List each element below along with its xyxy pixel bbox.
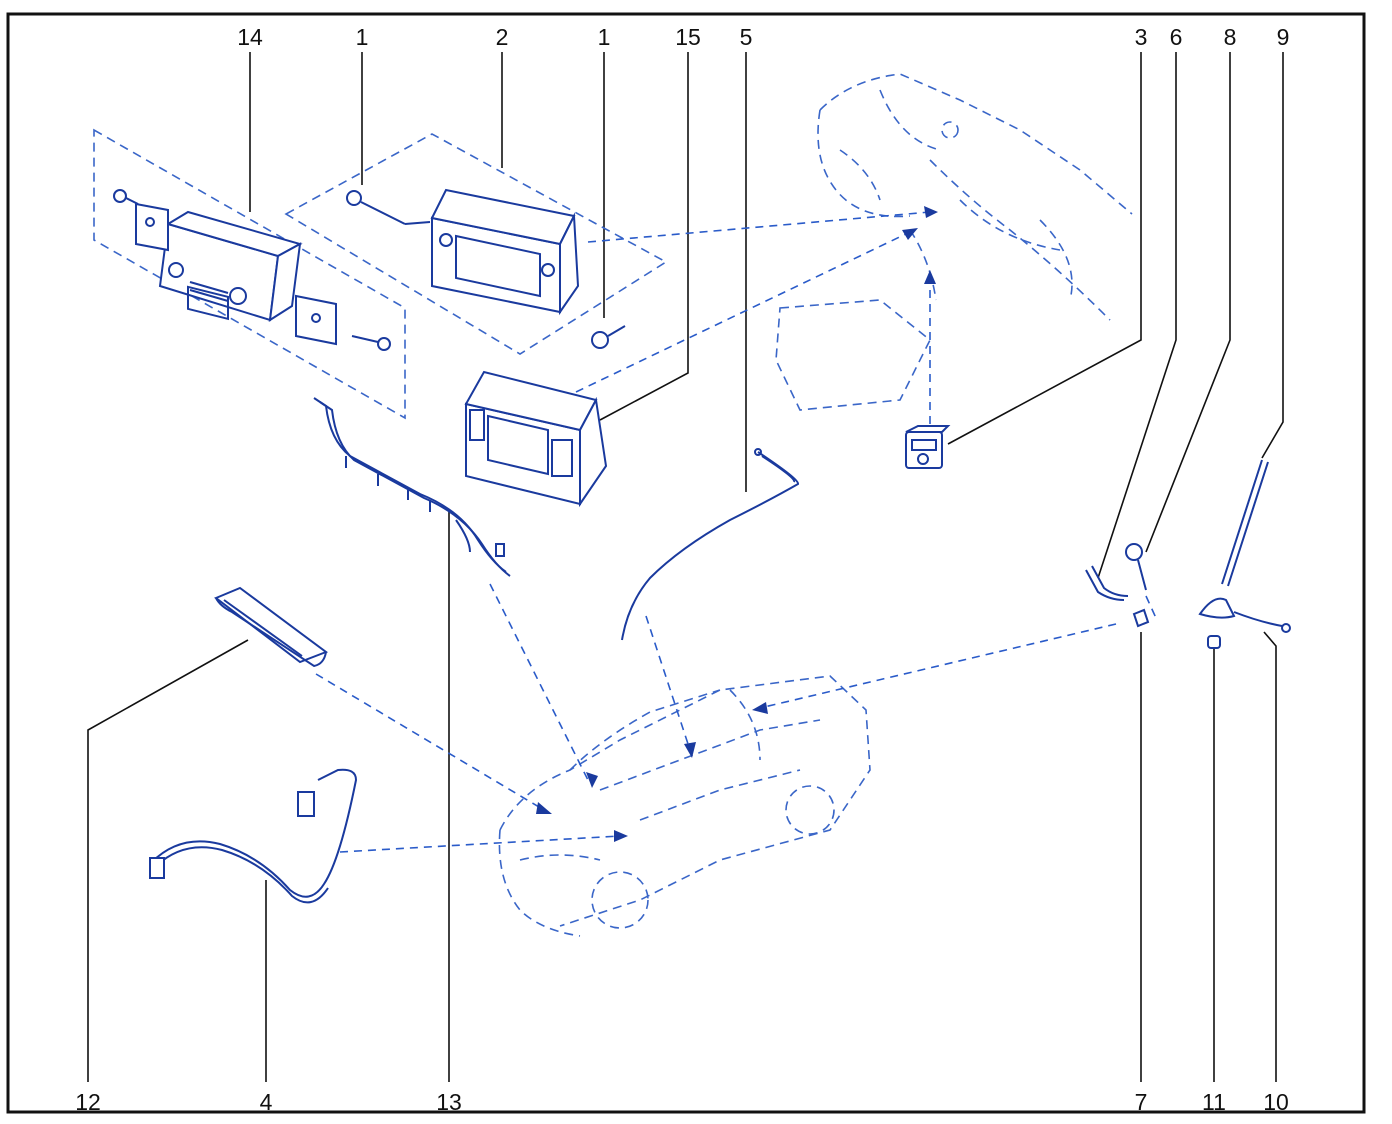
part-15-navigation-unit <box>464 370 608 508</box>
callout-10: 10 <box>1263 1089 1289 1115</box>
callout-14: 14 <box>237 24 263 50</box>
callout-1-left: 1 <box>356 24 369 50</box>
callout-9: 9 <box>1277 24 1290 50</box>
callout-12: 12 <box>75 1089 101 1115</box>
callout-8: 8 <box>1224 24 1237 50</box>
group-box-14 <box>93 128 406 420</box>
part-5-antenna-cable <box>621 448 799 641</box>
part-2-display-head-unit <box>430 188 580 316</box>
leader-lines <box>87 52 1284 1082</box>
assembly-arrows <box>315 206 1157 853</box>
part-11-antenna-seal <box>1207 635 1221 649</box>
callout-1-right: 1 <box>598 24 611 50</box>
callout-11: 11 <box>1202 1089 1226 1115</box>
part-4-cable-harness <box>149 768 358 904</box>
vehicle-outline <box>498 675 871 937</box>
callout-3: 3 <box>1135 24 1148 50</box>
part-12-speaker <box>214 586 329 668</box>
callout-6: 6 <box>1170 24 1183 50</box>
callout-4: 4 <box>260 1089 273 1115</box>
diagram-border <box>6 12 1366 1114</box>
callout-2: 2 <box>496 24 509 50</box>
part-13-wiring-harness <box>313 397 511 577</box>
part-14-radio-head-unit <box>113 189 391 351</box>
part-6-antenna-lead <box>1085 565 1129 601</box>
dashboard-outline <box>775 73 1133 411</box>
part-8-antenna-nut <box>1125 543 1147 591</box>
part-3-usb-socket <box>905 425 951 469</box>
group-box-2 <box>284 133 668 355</box>
callout-15: 15 <box>675 24 701 50</box>
part-9-antenna-mast <box>1221 459 1269 587</box>
part-7-clip <box>1132 608 1150 628</box>
callout-5: 5 <box>740 24 753 50</box>
callout-7: 7 <box>1135 1089 1148 1115</box>
callout-13: 13 <box>436 1089 462 1115</box>
part-10-antenna-base <box>1198 597 1291 633</box>
part-1-screws <box>346 190 626 349</box>
